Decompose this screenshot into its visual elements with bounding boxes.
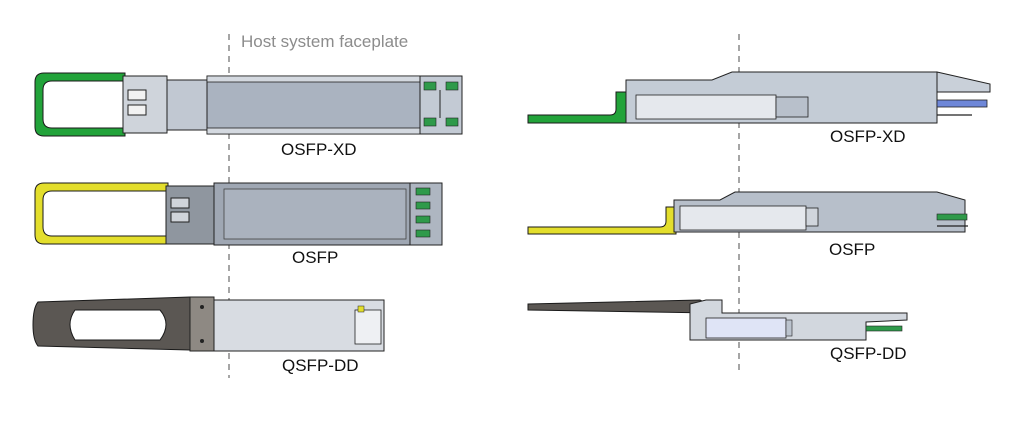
osfp-xd-side-handle: [527, 91, 631, 124]
osfp-xd-side-view: [527, 71, 991, 124]
label-qsfp-dd-side: QSFP-DD: [830, 344, 907, 363]
label-osfp-side: OSFP: [829, 240, 876, 259]
label-osfp-top: OSFP: [292, 248, 339, 267]
osfp-xd-pull-tab: [34, 72, 126, 137]
qsfp-dd-top-view: [32, 296, 385, 352]
qsfp-dd-side-handle: [527, 299, 713, 314]
qsfp-dd-side-view: [527, 299, 908, 341]
osfp-xd-body: [206, 75, 421, 135]
osfp-side-handle: [527, 206, 677, 235]
label-osfp-xd-top: OSFP-XD: [281, 140, 357, 159]
osfp-top-view: [34, 182, 443, 246]
faceplate-label: Host system faceplate: [241, 32, 409, 51]
label-osfp-xd-side: OSFP-XD: [830, 127, 906, 146]
osfp-xd-top-view: [34, 72, 463, 137]
osfp-side-view: [527, 191, 968, 235]
osfp-pull-tab: [34, 182, 169, 245]
label-qsfp-dd-top: QSFP-DD: [282, 356, 359, 375]
